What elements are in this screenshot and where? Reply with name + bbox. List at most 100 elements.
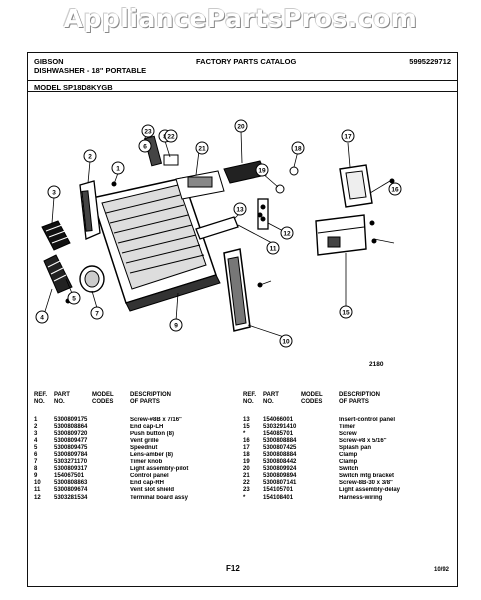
callout-2: 2 — [83, 149, 97, 163]
timer-knob-shape — [79, 265, 105, 293]
part-number-cell: 5303271170 — [54, 459, 88, 466]
ref-cell: 9 — [34, 473, 38, 480]
part-number-cell: 5303291410 — [263, 424, 297, 431]
callout-4: 4 — [35, 310, 49, 324]
ref-cell: 3 — [34, 431, 38, 438]
description-cell: Lens-amber (8) — [130, 452, 174, 459]
part-number-cell: 5300807141 — [263, 480, 297, 487]
svg-text:4: 4 — [40, 315, 44, 322]
table-row: 15 5303291410 Timer — [243, 424, 452, 431]
brand-name: GIBSON — [34, 57, 64, 66]
model-code-cell — [301, 495, 339, 502]
model-code-cell — [92, 487, 130, 494]
table-row: * 154085701 Screw — [243, 431, 452, 438]
model-code-cell — [301, 438, 339, 445]
description-cell: Insert-control panel — [339, 417, 396, 423]
svg-text:3: 3 — [52, 190, 56, 197]
part-number-cell: 154105701 — [263, 487, 294, 494]
part-number-cell: 5300809784 — [54, 452, 88, 459]
svg-text:22: 22 — [167, 134, 175, 141]
ref-cell: 5 — [34, 445, 38, 452]
part-number-cell: 5300807425 — [263, 445, 297, 452]
description-cell: Screw-8B-30 x 3/8" — [339, 480, 393, 487]
ref-cell: 15 — [243, 424, 250, 431]
ref-cell: * — [243, 431, 246, 438]
control-panel-shape — [91, 177, 221, 312]
part-number-cell: 5300808864 — [54, 424, 88, 431]
svg-text:13: 13 — [236, 207, 244, 214]
callout-23: 23 — [141, 124, 155, 138]
svg-text:11: 11 — [270, 246, 277, 253]
description-cell: Speednut — [130, 445, 158, 452]
svg-text:16: 16 — [391, 187, 399, 194]
model-code-cell — [301, 431, 339, 438]
ref-cell: * — [243, 494, 246, 501]
description-cell: Timer knob — [130, 459, 163, 466]
callout-21: 21 — [195, 141, 209, 155]
callout-10: 10 — [279, 334, 293, 348]
parts-catalog-page: GIBSON DISHWASHER - 18" PORTABLE FACTORY… — [27, 52, 458, 587]
callout-20: 20 — [234, 119, 248, 133]
callout-16: 16 — [388, 182, 402, 196]
ref-cell: 2 — [34, 424, 38, 431]
svg-text:18: 18 — [294, 146, 302, 153]
model-code-cell — [301, 424, 339, 431]
svg-text:5: 5 — [72, 296, 76, 303]
model-code-cell — [92, 431, 130, 438]
description-cell: Terminal board assy — [130, 494, 188, 501]
part-number-cell: 5300809317 — [54, 466, 88, 473]
model-rule — [28, 91, 457, 92]
description-cell: End cap-LH — [130, 424, 164, 431]
part-number-cell: 154085701 — [263, 431, 294, 438]
description-cell: Switch — [339, 466, 359, 473]
callout-7: 7 — [90, 306, 104, 320]
model-code-cell — [92, 452, 130, 459]
part-number-cell: 5300809894 — [263, 473, 297, 480]
description-cell: Switch mtg bracket — [339, 473, 395, 480]
header-rule — [28, 80, 457, 81]
ref-cell: 18 — [243, 452, 250, 459]
model-code-cell — [301, 473, 339, 480]
part-number-cell: 5300809475 — [54, 445, 88, 452]
end-cap-right-shape — [223, 248, 251, 332]
description-cell: Screw — [339, 431, 357, 438]
ref-cell: 7 — [34, 459, 38, 466]
description-cell: Timer — [339, 424, 356, 431]
ref-cell: 23 — [243, 487, 250, 494]
svg-text:20: 20 — [237, 124, 245, 131]
model-code-cell — [92, 466, 130, 473]
ref-cell: 13 — [243, 417, 250, 423]
part-number-cell: 5300808884 — [263, 438, 297, 445]
table-row: 21 5300809894 Switch mtg bracket — [243, 473, 452, 480]
ref-cell: 10 — [34, 480, 41, 487]
model-code-cell — [301, 452, 339, 459]
description-cell: Harness-wiring — [339, 494, 383, 501]
svg-text:21: 21 — [198, 146, 206, 153]
col-ref: REF.NO. — [34, 392, 48, 405]
callout-17: 17 — [341, 129, 355, 143]
ref-cell: 21 — [243, 473, 250, 480]
part-number-cell: 5300809175 — [54, 417, 88, 423]
svg-text:7: 7 — [95, 311, 99, 318]
timer-shape — [315, 214, 367, 256]
description-cell: Control panel — [130, 473, 169, 480]
description-cell: End cap-RH — [130, 480, 165, 487]
svg-text:9: 9 — [174, 323, 178, 330]
callout-18: 18 — [291, 141, 305, 155]
diagram-code: 2180 — [369, 361, 384, 368]
table-row: 7 5303271170 Timer knob — [34, 459, 243, 466]
svg-text:2: 2 — [88, 154, 92, 161]
